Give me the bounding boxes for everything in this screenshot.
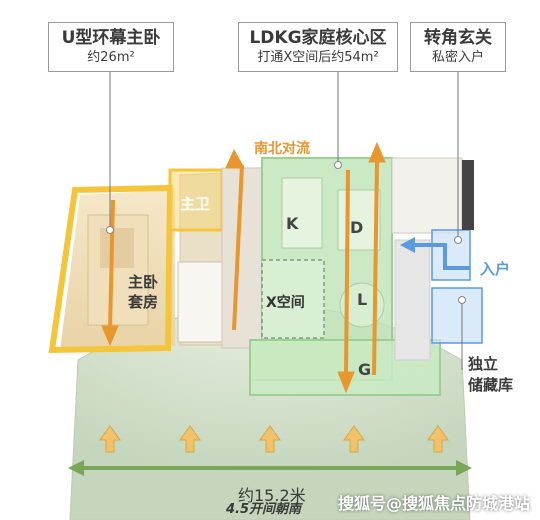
callout-master-bedroom-title: U型环幕主卧: [61, 28, 161, 48]
entry-label: 入户: [480, 260, 511, 278]
room-l: L: [357, 290, 368, 309]
master-suite-zone: [48, 168, 251, 354]
callout-ldkg-title: LDKG家庭核心区: [249, 28, 387, 48]
callout-ldkg: LDKG家庭核心区 打通X空间后约54m²: [238, 22, 398, 72]
room-d: D: [350, 218, 364, 237]
width-label: 约15.2米: [238, 486, 306, 505]
entry-arrow: [415, 243, 470, 270]
room-x-space: X空间: [266, 295, 305, 311]
room-master-bath: 主卫: [180, 195, 211, 213]
callout-master-bedroom: U型环幕主卧 约26m²: [48, 22, 174, 72]
callout-master-bedroom-sub: 约26m²: [87, 50, 135, 65]
width-bar: [68, 460, 472, 476]
ventilation-arrows: [101, 141, 386, 394]
watermark: 搜狐号@搜狐焦点防城港站: [337, 494, 530, 513]
room-g: G: [358, 360, 372, 379]
room-master-suite: 主卧 套房: [128, 273, 159, 311]
storage-label: 独立 储藏库: [468, 355, 514, 394]
callout-ldkg-sub: 打通X空间后约54m²: [257, 50, 379, 65]
callout-foyer-sub: 私密入户: [431, 50, 484, 65]
ventilation-label: 南北对流: [254, 141, 310, 157]
south-label: 4.5开间朝南: [226, 502, 302, 517]
callout-foyer: 转角玄关 私密入户: [410, 22, 506, 72]
callout-foyer-title: 转角玄关: [424, 28, 492, 48]
sun-arrows: [99, 425, 449, 453]
room-k: K: [286, 214, 299, 233]
